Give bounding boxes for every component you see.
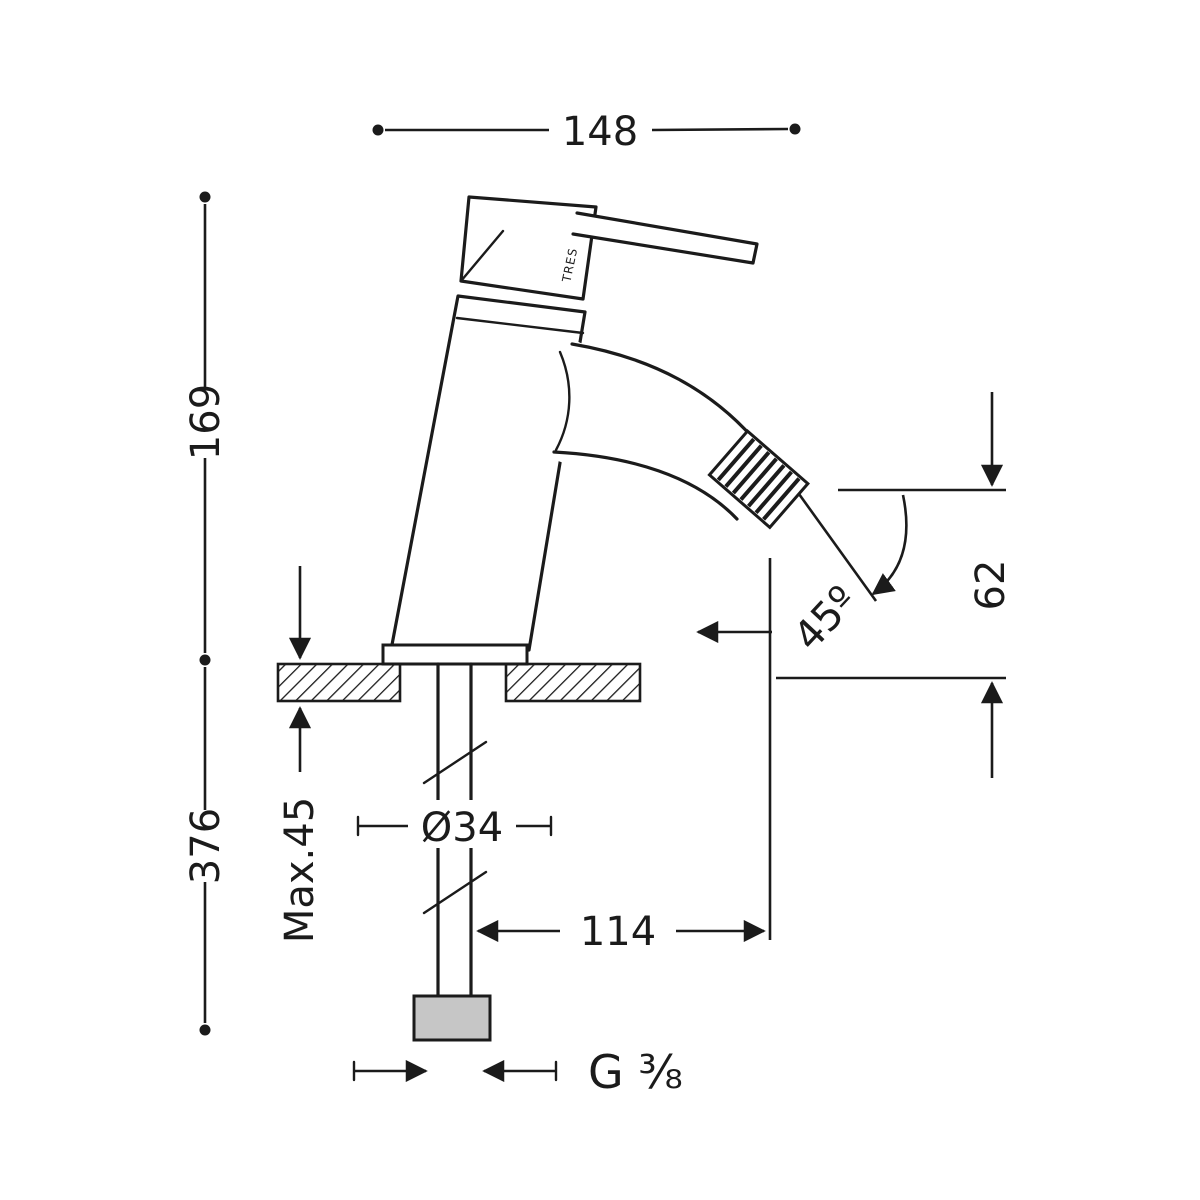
faucet-spout-bottom-contour: [552, 450, 739, 521]
deck-left: [276, 662, 402, 703]
mounting-nut: [412, 994, 492, 1042]
dim-width-label: 148: [562, 109, 638, 155]
dim-height-dot-mid: [199, 654, 211, 666]
dim-deck-label: Max.45: [277, 797, 323, 943]
dim-height-dot-top: [199, 191, 211, 203]
dim-reach-label: 114: [580, 909, 656, 955]
body-collar-line: [455, 316, 585, 335]
dim-thread-label: G ⅜: [588, 1045, 683, 1099]
dim-hole-label-bg: [408, 800, 516, 848]
base-flange: [381, 643, 529, 666]
dim-width: 148: [372, 109, 801, 155]
dim-body-height-label: 169: [183, 384, 229, 460]
dim-deck-thickness: Max.45: [277, 566, 323, 943]
dim-angle-diagonal: [797, 493, 878, 602]
dim-total-height-label: 376: [183, 808, 229, 884]
dim-height-dot-bottom: [199, 1024, 211, 1036]
dim-reach: 114: [476, 558, 772, 955]
dim-heights: 169 376: [183, 191, 229, 1036]
dim-width-dot-right: [789, 123, 801, 135]
faucet-spout-top-contour: [570, 342, 783, 471]
handle-cap: [459, 195, 598, 301]
dim-angle-arc-arrow: [871, 494, 908, 596]
dim-width-line-right: [651, 127, 789, 132]
stud-break-upper: [422, 740, 488, 785]
faucet-spout-junction-line: [554, 350, 571, 452]
stud-break-lower: [422, 870, 488, 915]
handle-lever-outline: [571, 211, 759, 265]
handle-lever: [573, 213, 757, 263]
handle-cap-detail-line: [459, 229, 505, 283]
dim-outlet-drop: 62: [776, 392, 1014, 778]
faucet-figure: TRES: [276, 195, 810, 1042]
aerator-ribs: [716, 437, 801, 521]
dim-hole-label: Ø34: [421, 805, 503, 851]
dim-angle-label: 45º: [785, 577, 866, 659]
deck-right: [504, 662, 642, 703]
dimension-annotations: 148 169 376 Max.45 Ø34: [183, 109, 1014, 1099]
faucet-body: [389, 294, 587, 652]
dim-thread: G ⅜: [352, 1045, 683, 1099]
dim-hole-diameter: Ø34: [356, 800, 553, 851]
dim-outlet-label: 62: [968, 560, 1014, 611]
aerator: [707, 429, 810, 530]
dim-width-dot-left: [372, 124, 384, 136]
